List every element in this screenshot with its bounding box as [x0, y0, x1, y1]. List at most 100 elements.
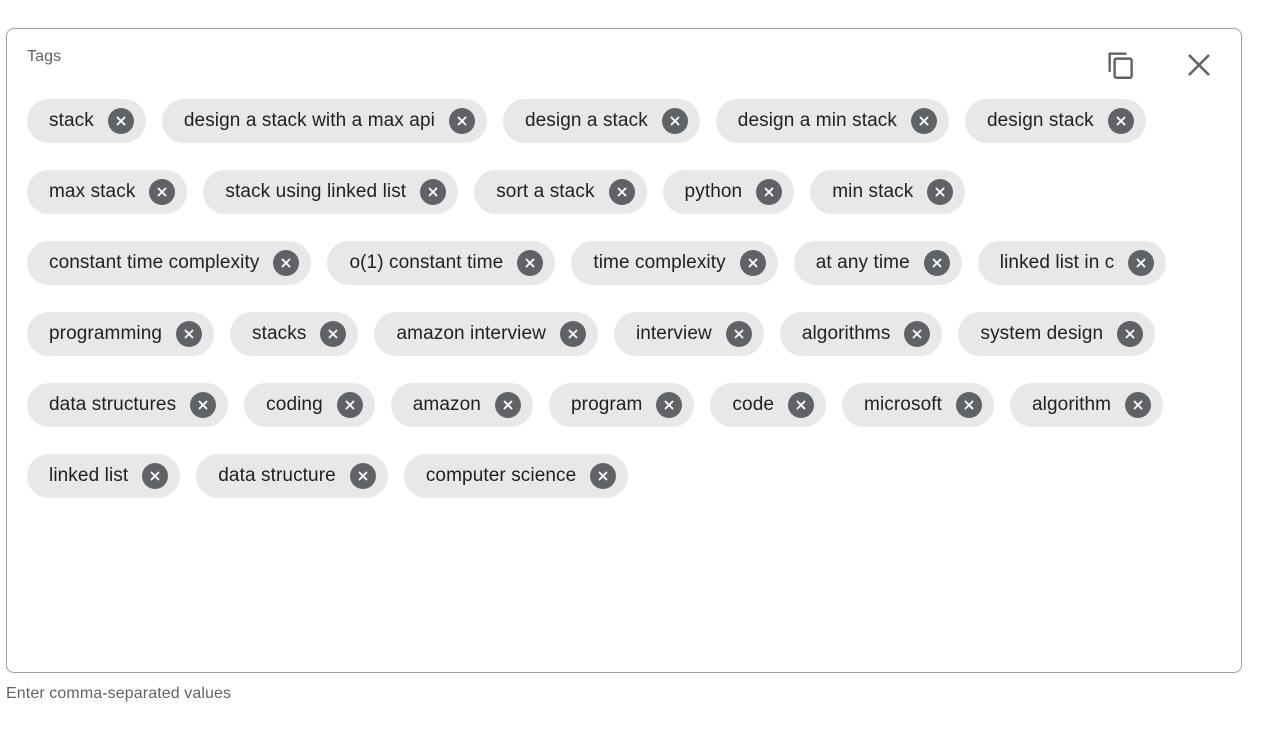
tag-chip-label: stack — [49, 110, 94, 131]
tag-chip-list: stack design a stack with a max api design… — [27, 99, 1221, 498]
tag-remove-icon[interactable] — [788, 392, 815, 418]
tag-remove-icon[interactable] — [559, 321, 586, 347]
tag-chip[interactable]: code — [710, 383, 827, 427]
tag-chip-label: constant time complexity — [49, 252, 260, 273]
tag-chip[interactable]: design a min stack — [715, 99, 949, 143]
tag-chip[interactable]: design a stack — [502, 99, 700, 143]
tag-remove-icon[interactable] — [420, 179, 447, 205]
tag-chip[interactable]: system design — [958, 312, 1156, 356]
tag-chip[interactable]: design stack — [964, 99, 1146, 143]
tag-chip-label: data structure — [218, 465, 336, 486]
tag-chip-label: min stack — [832, 181, 914, 202]
tag-chip[interactable]: at any time — [793, 241, 962, 285]
tag-remove-icon[interactable] — [107, 108, 134, 134]
tag-chip-label: data structures — [49, 394, 177, 415]
tag-remove-icon[interactable] — [517, 250, 544, 276]
tag-chip[interactable]: linked list in c — [977, 241, 1167, 285]
tag-chip[interactable]: data structures — [27, 383, 229, 427]
tag-chip[interactable]: data structure — [196, 454, 388, 498]
tag-chip[interactable]: constant time complexity — [27, 241, 312, 285]
copy-icon — [1104, 48, 1138, 82]
tags-input-field[interactable]: Tags stack design a stack with a max api d… — [6, 28, 1242, 673]
tag-chip-label: stacks — [252, 323, 307, 344]
tag-chip[interactable]: min stack — [810, 170, 966, 214]
tag-chip-label: amazon — [412, 394, 481, 415]
tag-chip-label: max stack — [49, 181, 136, 202]
tag-remove-icon[interactable] — [927, 179, 954, 205]
tag-chip-label: coding — [266, 394, 323, 415]
tag-chip[interactable]: design a stack with a max api — [161, 99, 487, 143]
tag-chip[interactable]: sort a stack — [474, 170, 647, 214]
close-button[interactable] — [1179, 45, 1219, 85]
tag-chip-label: design a stack — [524, 110, 648, 131]
tag-remove-icon[interactable] — [273, 250, 300, 276]
tag-remove-icon[interactable] — [320, 321, 347, 347]
tag-chip[interactable]: programming — [27, 312, 215, 356]
tag-chip-label: linked list — [49, 465, 129, 486]
tag-remove-icon[interactable] — [725, 321, 752, 347]
tag-remove-icon[interactable] — [190, 392, 217, 418]
tag-remove-icon[interactable] — [149, 179, 176, 205]
tag-chip-label: sort a stack — [496, 181, 595, 202]
tag-remove-icon[interactable] — [590, 463, 617, 489]
tag-chip[interactable]: algorithm — [1010, 383, 1164, 427]
tag-chip-label: o(1) constant time — [349, 252, 504, 273]
tag-remove-icon[interactable] — [1117, 321, 1144, 347]
helper-text: Enter comma-separated values — [6, 685, 232, 702]
tag-chip[interactable]: stack — [27, 99, 146, 143]
field-label: Tags — [27, 48, 62, 65]
tag-chip-label: design stack — [986, 110, 1094, 131]
tag-chip-label: design a stack with a max api — [183, 110, 435, 131]
tag-remove-icon[interactable] — [1107, 108, 1134, 134]
copy-button[interactable] — [1101, 45, 1141, 85]
tag-chip[interactable]: o(1) constant time — [327, 241, 556, 285]
tag-chip[interactable]: computer science — [403, 454, 629, 498]
tag-chip-label: at any time — [815, 252, 910, 273]
tag-remove-icon[interactable] — [923, 250, 950, 276]
tag-remove-icon[interactable] — [656, 392, 683, 418]
tag-remove-icon[interactable] — [349, 463, 376, 489]
tag-chip-label: interview — [635, 323, 712, 344]
close-icon — [1183, 49, 1215, 81]
tag-chip[interactable]: amazon interview — [374, 312, 598, 356]
tag-chip-label: stack using linked list — [225, 181, 407, 202]
tag-chip-label: program — [570, 394, 643, 415]
tag-chip[interactable]: algorithms — [779, 312, 943, 356]
tag-remove-icon[interactable] — [176, 321, 203, 347]
tag-chip-label: programming — [49, 323, 163, 344]
tag-remove-icon[interactable] — [142, 463, 169, 489]
tag-chip[interactable]: stacks — [230, 312, 359, 356]
tag-chip-label: computer science — [425, 465, 577, 486]
tag-chip[interactable]: program — [548, 383, 695, 427]
tag-remove-icon[interactable] — [910, 108, 937, 134]
tag-remove-icon[interactable] — [1128, 250, 1155, 276]
tag-remove-icon[interactable] — [661, 108, 688, 134]
tag-chip-label: design a min stack — [737, 110, 897, 131]
tag-chip-label: algorithm — [1032, 394, 1112, 415]
tag-chip-label: time complexity — [593, 252, 726, 273]
tag-chip[interactable]: linked list — [27, 454, 181, 498]
tag-chip-label: algorithms — [801, 323, 891, 344]
tag-chip[interactable]: amazon — [390, 383, 533, 427]
tag-remove-icon[interactable] — [448, 108, 475, 134]
tag-remove-icon[interactable] — [608, 179, 635, 205]
tag-chip-label: system design — [980, 323, 1104, 344]
tag-chip-label: python — [684, 181, 743, 202]
tag-chip[interactable]: python — [662, 170, 795, 214]
tag-chip[interactable]: max stack — [27, 170, 188, 214]
tag-chip[interactable]: time complexity — [571, 241, 778, 285]
tag-chip-label: amazon interview — [396, 323, 546, 344]
tag-chip-label: microsoft — [864, 394, 942, 415]
tag-remove-icon[interactable] — [494, 392, 521, 418]
tag-remove-icon[interactable] — [756, 179, 783, 205]
tag-chip-label: code — [732, 394, 775, 415]
tag-remove-icon[interactable] — [904, 321, 931, 347]
tag-remove-icon[interactable] — [336, 392, 363, 418]
tag-remove-icon[interactable] — [739, 250, 766, 276]
tag-remove-icon[interactable] — [956, 392, 982, 418]
tag-chip[interactable]: microsoft — [842, 383, 994, 427]
tag-chip[interactable]: interview — [613, 312, 764, 356]
tag-chip[interactable]: coding — [244, 383, 375, 427]
tag-remove-icon[interactable] — [1125, 392, 1152, 418]
tag-chip[interactable]: stack using linked list — [203, 170, 459, 214]
